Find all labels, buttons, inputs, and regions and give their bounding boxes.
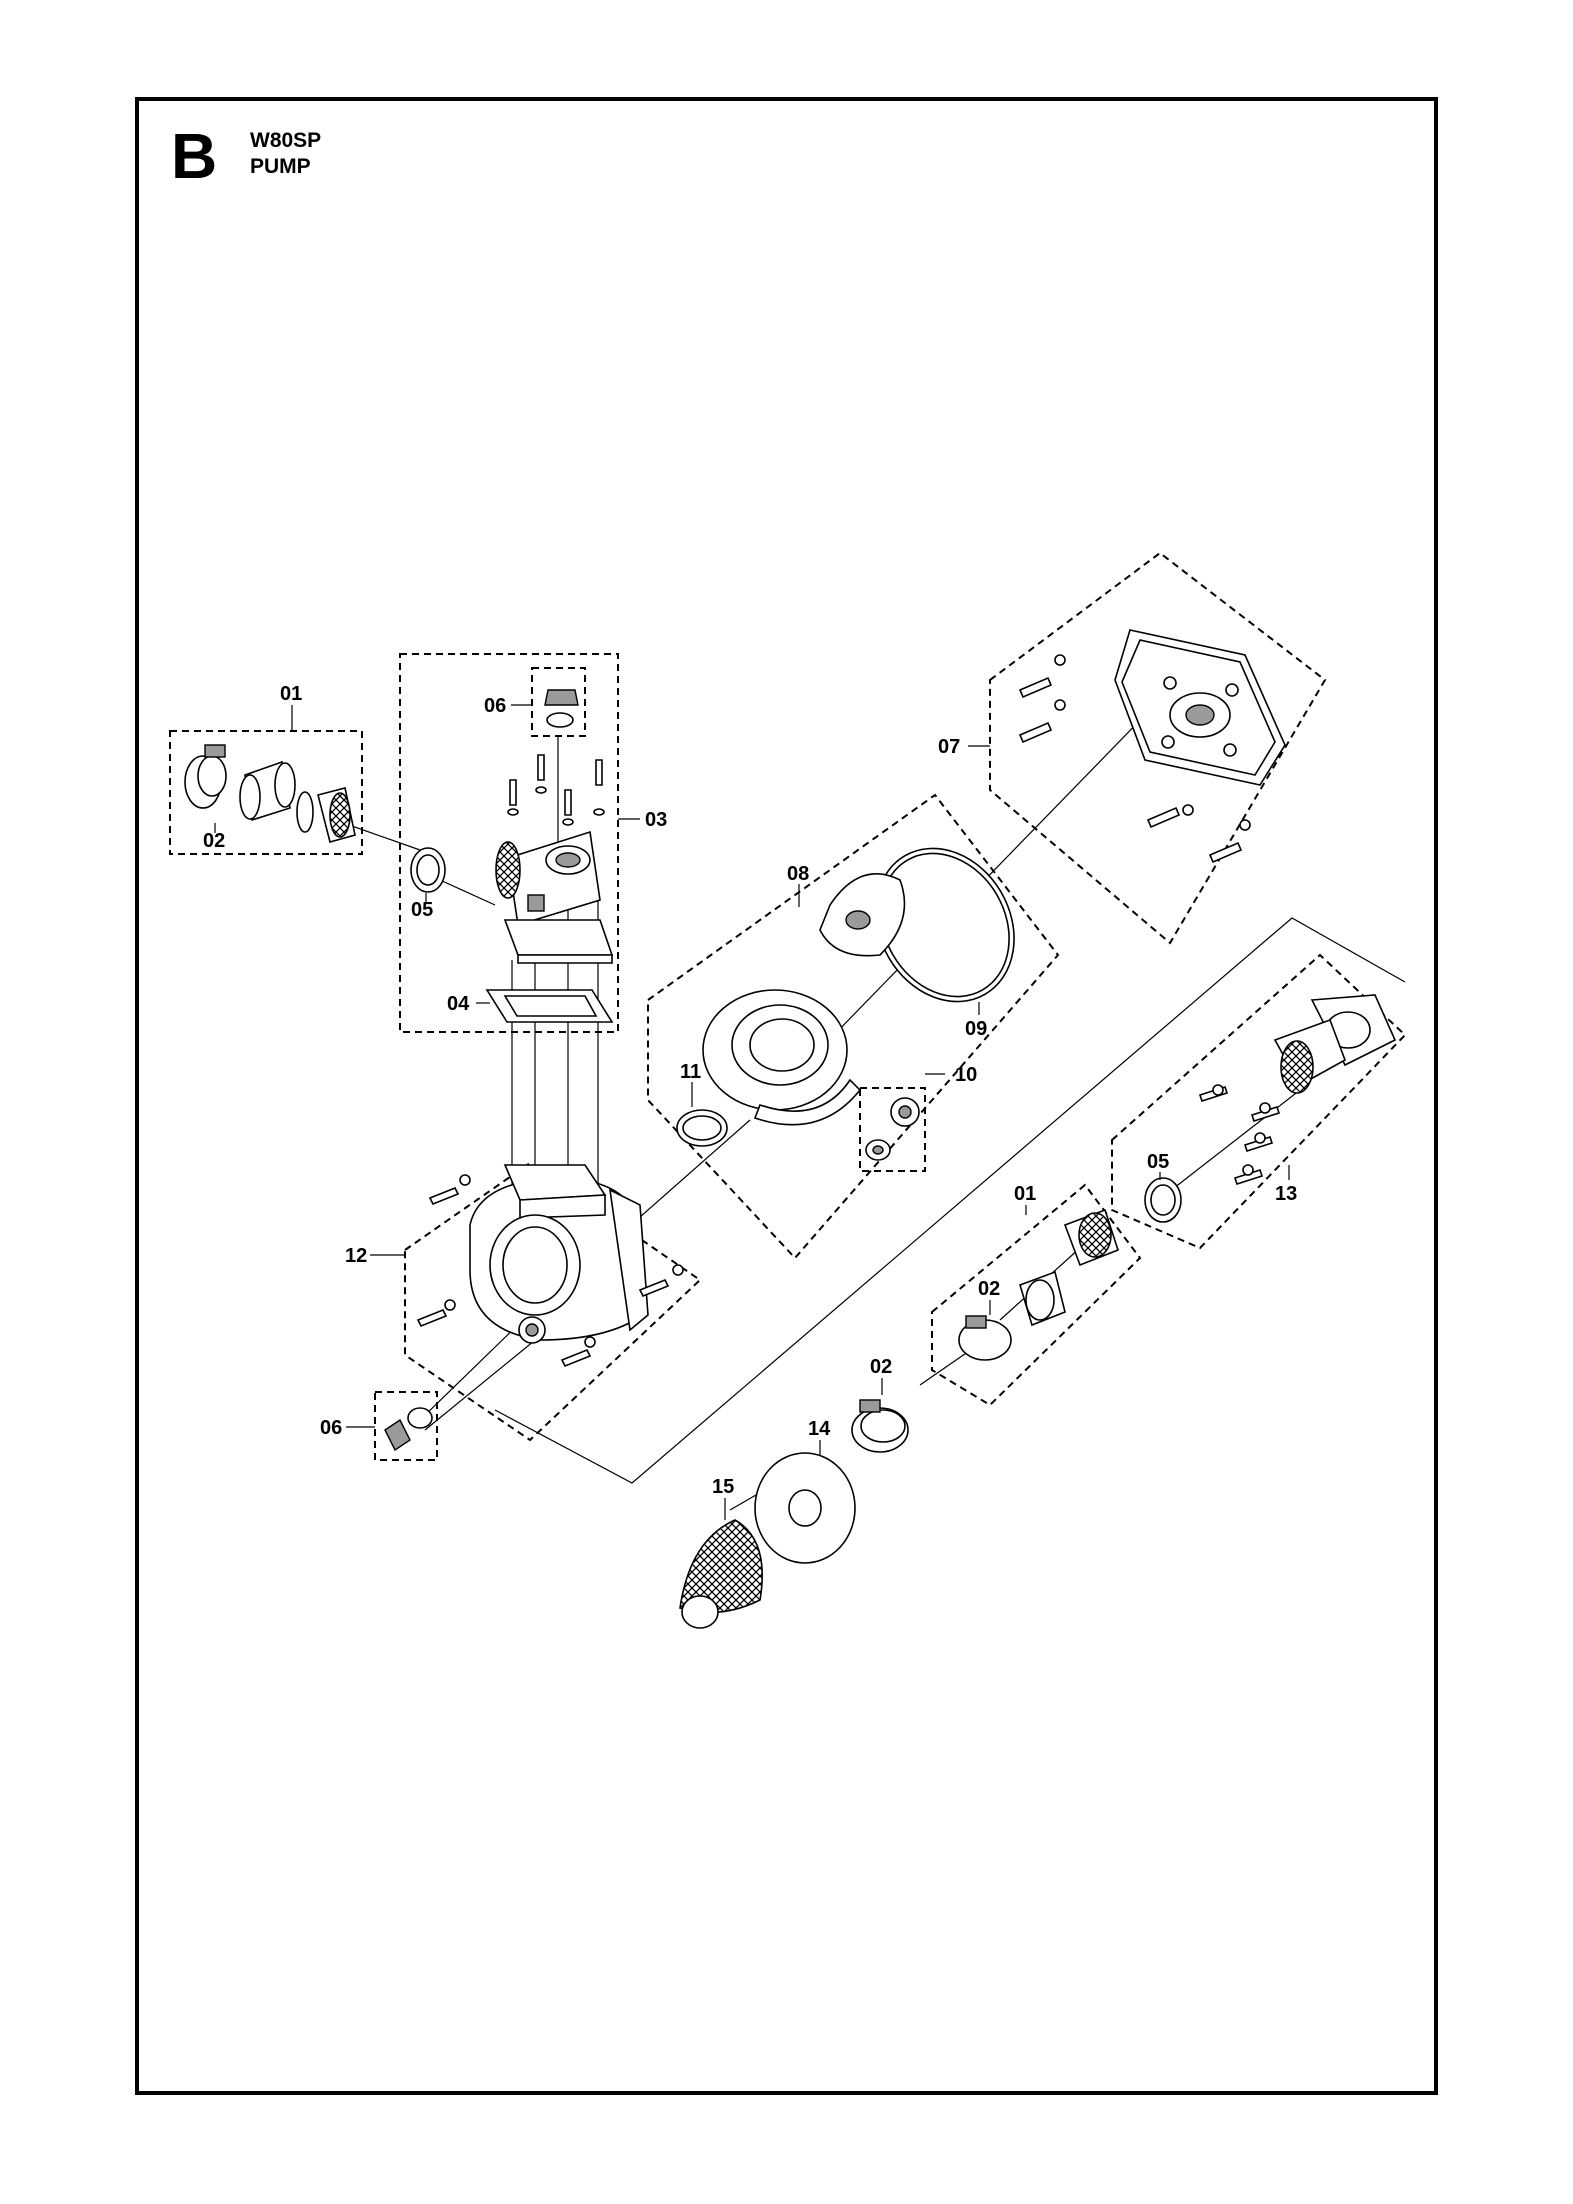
callout-13: 13 [1275, 1183, 1297, 1205]
callout-04: 04 [447, 993, 470, 1015]
callout-01-right: 01 [1014, 1183, 1036, 1205]
gasket-04 [485, 989, 614, 1023]
callout-01-top: 01 [280, 683, 302, 705]
suction-flange-13 [1273, 994, 1397, 1094]
bolts-07 [1018, 654, 1251, 864]
bolts-13 [1198, 1084, 1281, 1186]
pipe-ring-05-left [410, 847, 446, 893]
model-code: W80SP [250, 129, 322, 152]
drain-plug-06-bottom [384, 1407, 433, 1452]
pipe-ring-05-right [1144, 1177, 1182, 1223]
callout-02-top: 02 [203, 830, 225, 852]
hose-clamp-02-lower [851, 1399, 909, 1453]
callout-05-left: 05 [411, 899, 433, 921]
mounting-plate-07 [1114, 629, 1286, 786]
page-frame [135, 97, 1438, 2095]
section-letter: B [171, 120, 218, 192]
outlet-elbow [495, 830, 614, 964]
callout-02-lower: 02 [870, 1356, 892, 1378]
pump-housing-12 [469, 1164, 649, 1344]
volute-casing [702, 989, 862, 1126]
group-13-outline [1111, 953, 1407, 1250]
callout-06-bottom: 06 [320, 1417, 342, 1439]
assembly-line-05-03 [439, 879, 496, 906]
assembly-name: PUMP [250, 155, 311, 178]
seal-ring-11 [676, 1109, 728, 1147]
bolts-12 [416, 1174, 684, 1368]
assembly-line-outer [494, 917, 1406, 1484]
hose-coupling-left [184, 744, 356, 843]
o-ring-09 [875, 847, 1015, 1003]
callout-11: 11 [680, 1061, 701, 1083]
bolts-03 [507, 754, 605, 826]
callout-02-right: 02 [978, 1278, 1000, 1300]
group-06-bottom-outline [374, 1391, 438, 1461]
callout-05-right: 05 [1147, 1151, 1169, 1173]
callout-14: 14 [808, 1418, 831, 1440]
mechanical-seal-10 [865, 1097, 920, 1161]
group-10-outline [859, 1087, 926, 1172]
impeller [819, 873, 906, 957]
hose-coupling-right [958, 1208, 1119, 1361]
group-08-outline [647, 793, 1060, 1260]
callout-06-top: 06 [484, 695, 506, 717]
callout-15: 15 [712, 1476, 734, 1498]
check-valve-14 [754, 1452, 856, 1564]
callout-08: 08 [787, 863, 809, 885]
callout-07: 07 [938, 736, 960, 758]
group-01-right-outline [931, 1183, 1142, 1407]
assembly-line-12-06b [424, 1331, 546, 1431]
assembly-line-12-06 [419, 1317, 526, 1421]
assembly-line-13-01 [1164, 1089, 1301, 1196]
callout-03: 03 [645, 809, 667, 831]
group-12-outline [404, 1161, 702, 1442]
callout-10: 10 [955, 1064, 977, 1086]
drain-plug-06-top [544, 689, 579, 728]
callout-09: 09 [965, 1018, 987, 1040]
leader-lines [214, 704, 1290, 1520]
callout-12: 12 [345, 1245, 367, 1267]
strainer-15 [679, 1519, 763, 1629]
group-01-outline [169, 730, 363, 855]
